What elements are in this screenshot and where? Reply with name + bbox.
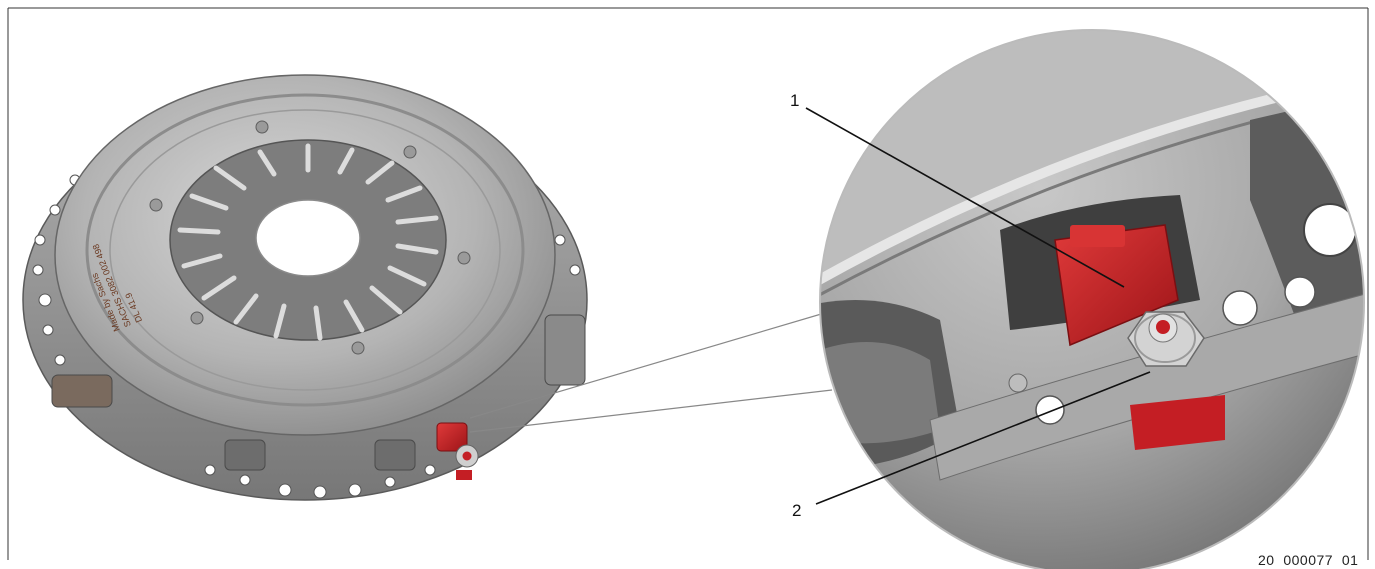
callout-1: 1 [790, 91, 799, 110]
drive-lug-front-2 [374, 439, 416, 471]
zoom-detail [819, 29, 1365, 569]
zoom-circle-outline [819, 29, 1365, 569]
zoom-pointer-lines [469, 311, 833, 433]
red-lock-part-small [436, 422, 468, 452]
drive-lug-front [224, 439, 266, 471]
drive-lug-left [51, 374, 113, 408]
center-bore [255, 199, 361, 277]
figure-code: 20 000077 01 [1258, 552, 1358, 568]
drive-lug-right [544, 314, 586, 386]
cover-rivets [149, 120, 471, 355]
cover-step [85, 93, 525, 407]
leader-2 [815, 371, 1151, 505]
callout-leaders [805, 107, 1151, 505]
zoom-flange [929, 289, 1364, 481]
pressure-plate-overview: Made by Sachs SACHS 3082 002 498 DL 41.9 [22, 74, 588, 501]
red-lock-part [1054, 224, 1225, 450]
hex-nut [1127, 311, 1205, 367]
flange-holes [32, 174, 581, 499]
figure-frame [7, 7, 1369, 560]
leader-1 [805, 107, 1125, 288]
callout-2: 2 [792, 501, 801, 520]
diaphragm-fingers [177, 143, 439, 341]
